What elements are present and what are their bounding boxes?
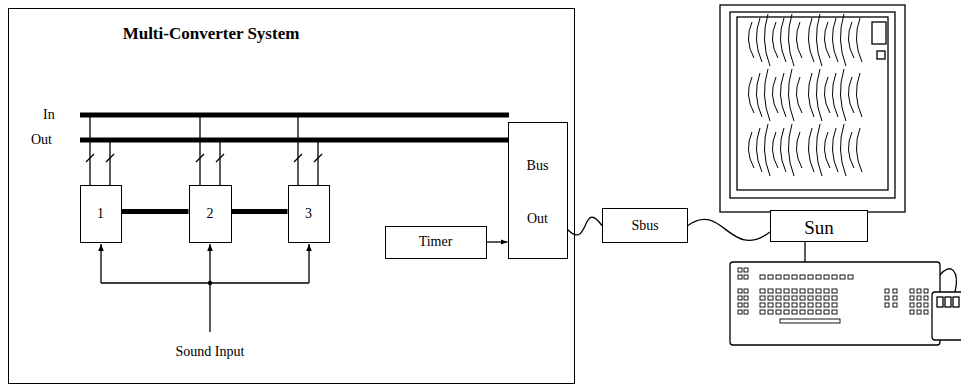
process-box: Timer [385, 226, 487, 259]
bus-drops [86, 115, 322, 185]
box-label: 1 [97, 207, 104, 221]
converter-link [122, 209, 189, 214]
box-label: Sbus [631, 219, 658, 233]
out-bus [80, 138, 509, 143]
system-frame: Multi-Converter System123BusOutTimer [8, 8, 575, 384]
box-label: 2 [207, 207, 214, 221]
box-label: Bus [527, 159, 549, 173]
process-box: BusOut [508, 122, 568, 259]
converter-link [232, 209, 288, 214]
signal-label: Sound Input [175, 345, 246, 359]
box-label: Sun [804, 218, 834, 237]
process-box: Sun [770, 210, 868, 242]
cable [568, 217, 603, 235]
screen-traces [748, 14, 862, 176]
monitor-icon [720, 5, 905, 212]
process-box: 2 [189, 185, 232, 243]
keyboard-cable [804, 242, 805, 262]
cable [688, 219, 770, 240]
keyboard-icon [730, 262, 940, 345]
process-box: Sbus [602, 208, 688, 243]
bus-label: In [42, 108, 56, 122]
junction-dot [208, 281, 212, 285]
box-label: Timer [419, 235, 453, 249]
keyboard-keys [738, 268, 928, 323]
bus-label: Out [30, 133, 53, 147]
box-label: Out [527, 212, 548, 226]
mouse-cable [940, 269, 956, 292]
box-label: 3 [305, 207, 312, 221]
process-box: 3 [288, 185, 330, 243]
system-title: Multi-Converter System [123, 25, 300, 42]
mouse-icon [932, 292, 961, 340]
arrow-connector [487, 241, 508, 242]
sound-input-wiring [101, 244, 309, 332]
process-box: 1 [80, 185, 122, 243]
in-bus [80, 113, 509, 118]
